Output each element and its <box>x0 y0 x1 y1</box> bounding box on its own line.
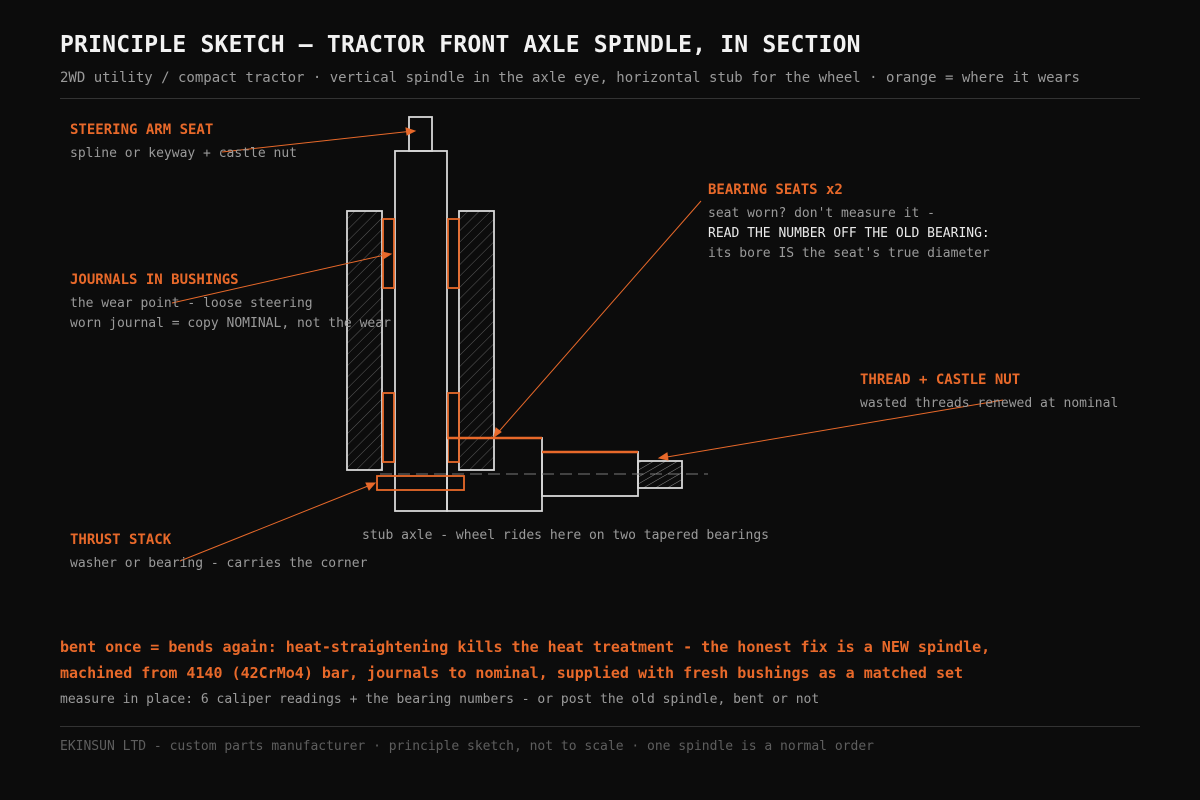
leader-journals <box>171 253 390 304</box>
callout-thread-line: wasted threads renewed at nominal <box>860 396 1119 411</box>
leader-thread <box>660 399 1004 459</box>
callout-bearing-seats-line-3: its bore IS the seat's true diameter <box>708 246 990 261</box>
callout-journals-line-2: worn journal = copy NOMINAL, not the wea… <box>70 316 391 331</box>
page-title: PRINCIPLE SKETCH — TRACTOR FRONT AXLE SP… <box>60 32 861 58</box>
footer-divider <box>60 726 1140 727</box>
axle-eye-left-wall <box>346 210 383 471</box>
leader-thrust <box>179 483 374 562</box>
leader-journals-arrow <box>381 251 393 260</box>
vertical-spindle <box>394 150 448 512</box>
header-divider <box>60 98 1140 99</box>
callout-bearing-seats-line-2: READ THE NUMBER OFF THE OLD BEARING: <box>708 226 990 241</box>
axle-eye-right-wall <box>458 210 495 471</box>
footer-text: EKINSUN LTD - custom parts manufacturer … <box>60 739 874 754</box>
callout-steering-arm-line: spline or keyway + castle nut <box>70 146 297 161</box>
stub-axle-caption: stub axle - wheel rides here on two tape… <box>362 528 769 543</box>
callout-thrust-line: washer or bearing - carries the corner <box>70 556 368 571</box>
note-line-3: measure in place: 6 caliper readings + t… <box>60 692 820 707</box>
bushing-upper-right <box>447 218 460 289</box>
leader-bearing-seats-arrow <box>493 427 502 439</box>
callout-journals-title: JOURNALS IN BUSHINGS <box>70 272 239 288</box>
leader-bearing-seats <box>494 200 702 437</box>
page-subtitle: 2WD utility / compact tractor · vertical… <box>60 70 1080 86</box>
leader-thrust-arrow <box>365 482 377 491</box>
callout-journals-line-1: the wear point - loose steering <box>70 296 313 311</box>
callout-thrust-title: THRUST STACK <box>70 532 172 548</box>
steering-arm-seat <box>408 116 433 152</box>
callout-bearing-seats-line-1: seat worn? don't measure it - <box>708 206 935 221</box>
note-line-1: bent once = bends again: heat-straighten… <box>60 638 991 656</box>
callout-bearing-seats-title: BEARING SEATS x2 <box>708 182 843 198</box>
leader-steering-arm <box>221 130 414 153</box>
thrust-stack <box>376 475 465 491</box>
bushing-lower-right <box>447 392 460 463</box>
bushing-lower-left <box>382 392 395 463</box>
callout-thread-title: THREAD + CASTLE NUT <box>860 372 1021 388</box>
leader-thread-arrow <box>657 452 669 461</box>
leader-steering-arm-arrow <box>405 127 417 136</box>
note-line-2: machined from 4140 (42CrMo4) bar, journa… <box>60 664 964 682</box>
callout-steering-arm-title: STEERING ARM SEAT <box>70 122 214 138</box>
